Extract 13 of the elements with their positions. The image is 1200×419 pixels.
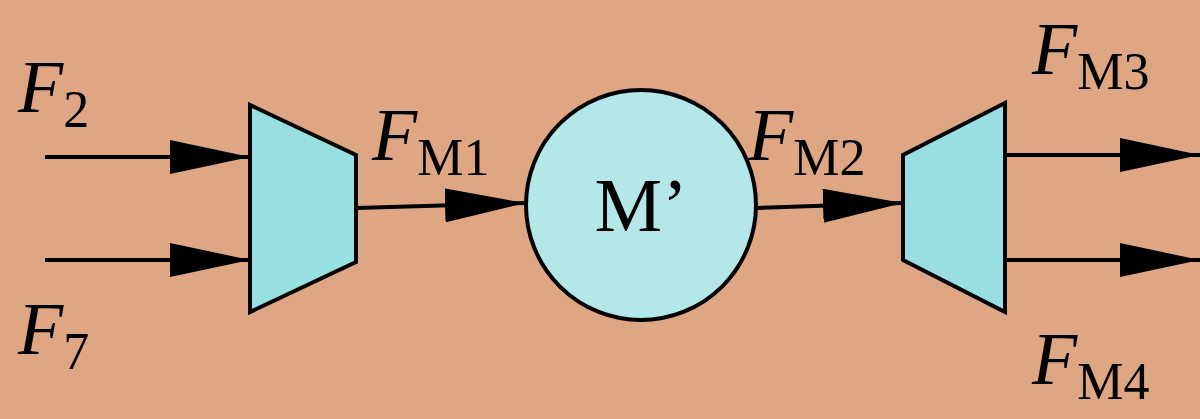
arrow [1005,138,1200,172]
arrow [756,188,904,223]
arrow [355,188,526,223]
edge-label: F$_{M3}$ [1032,12,1150,98]
arrow [1005,243,1200,277]
edge-label: F$_{M1}$ [372,98,490,184]
edge-label: F$_{2}$ [18,50,90,136]
arrow [45,243,250,277]
edge-label: F$_{M2}$ [748,98,866,184]
arrow [45,140,250,174]
edge-label: F$_{7}$ [18,292,90,378]
node-label: M’ [594,161,688,249]
edge-label: F$_{M4}$ [1032,322,1150,408]
